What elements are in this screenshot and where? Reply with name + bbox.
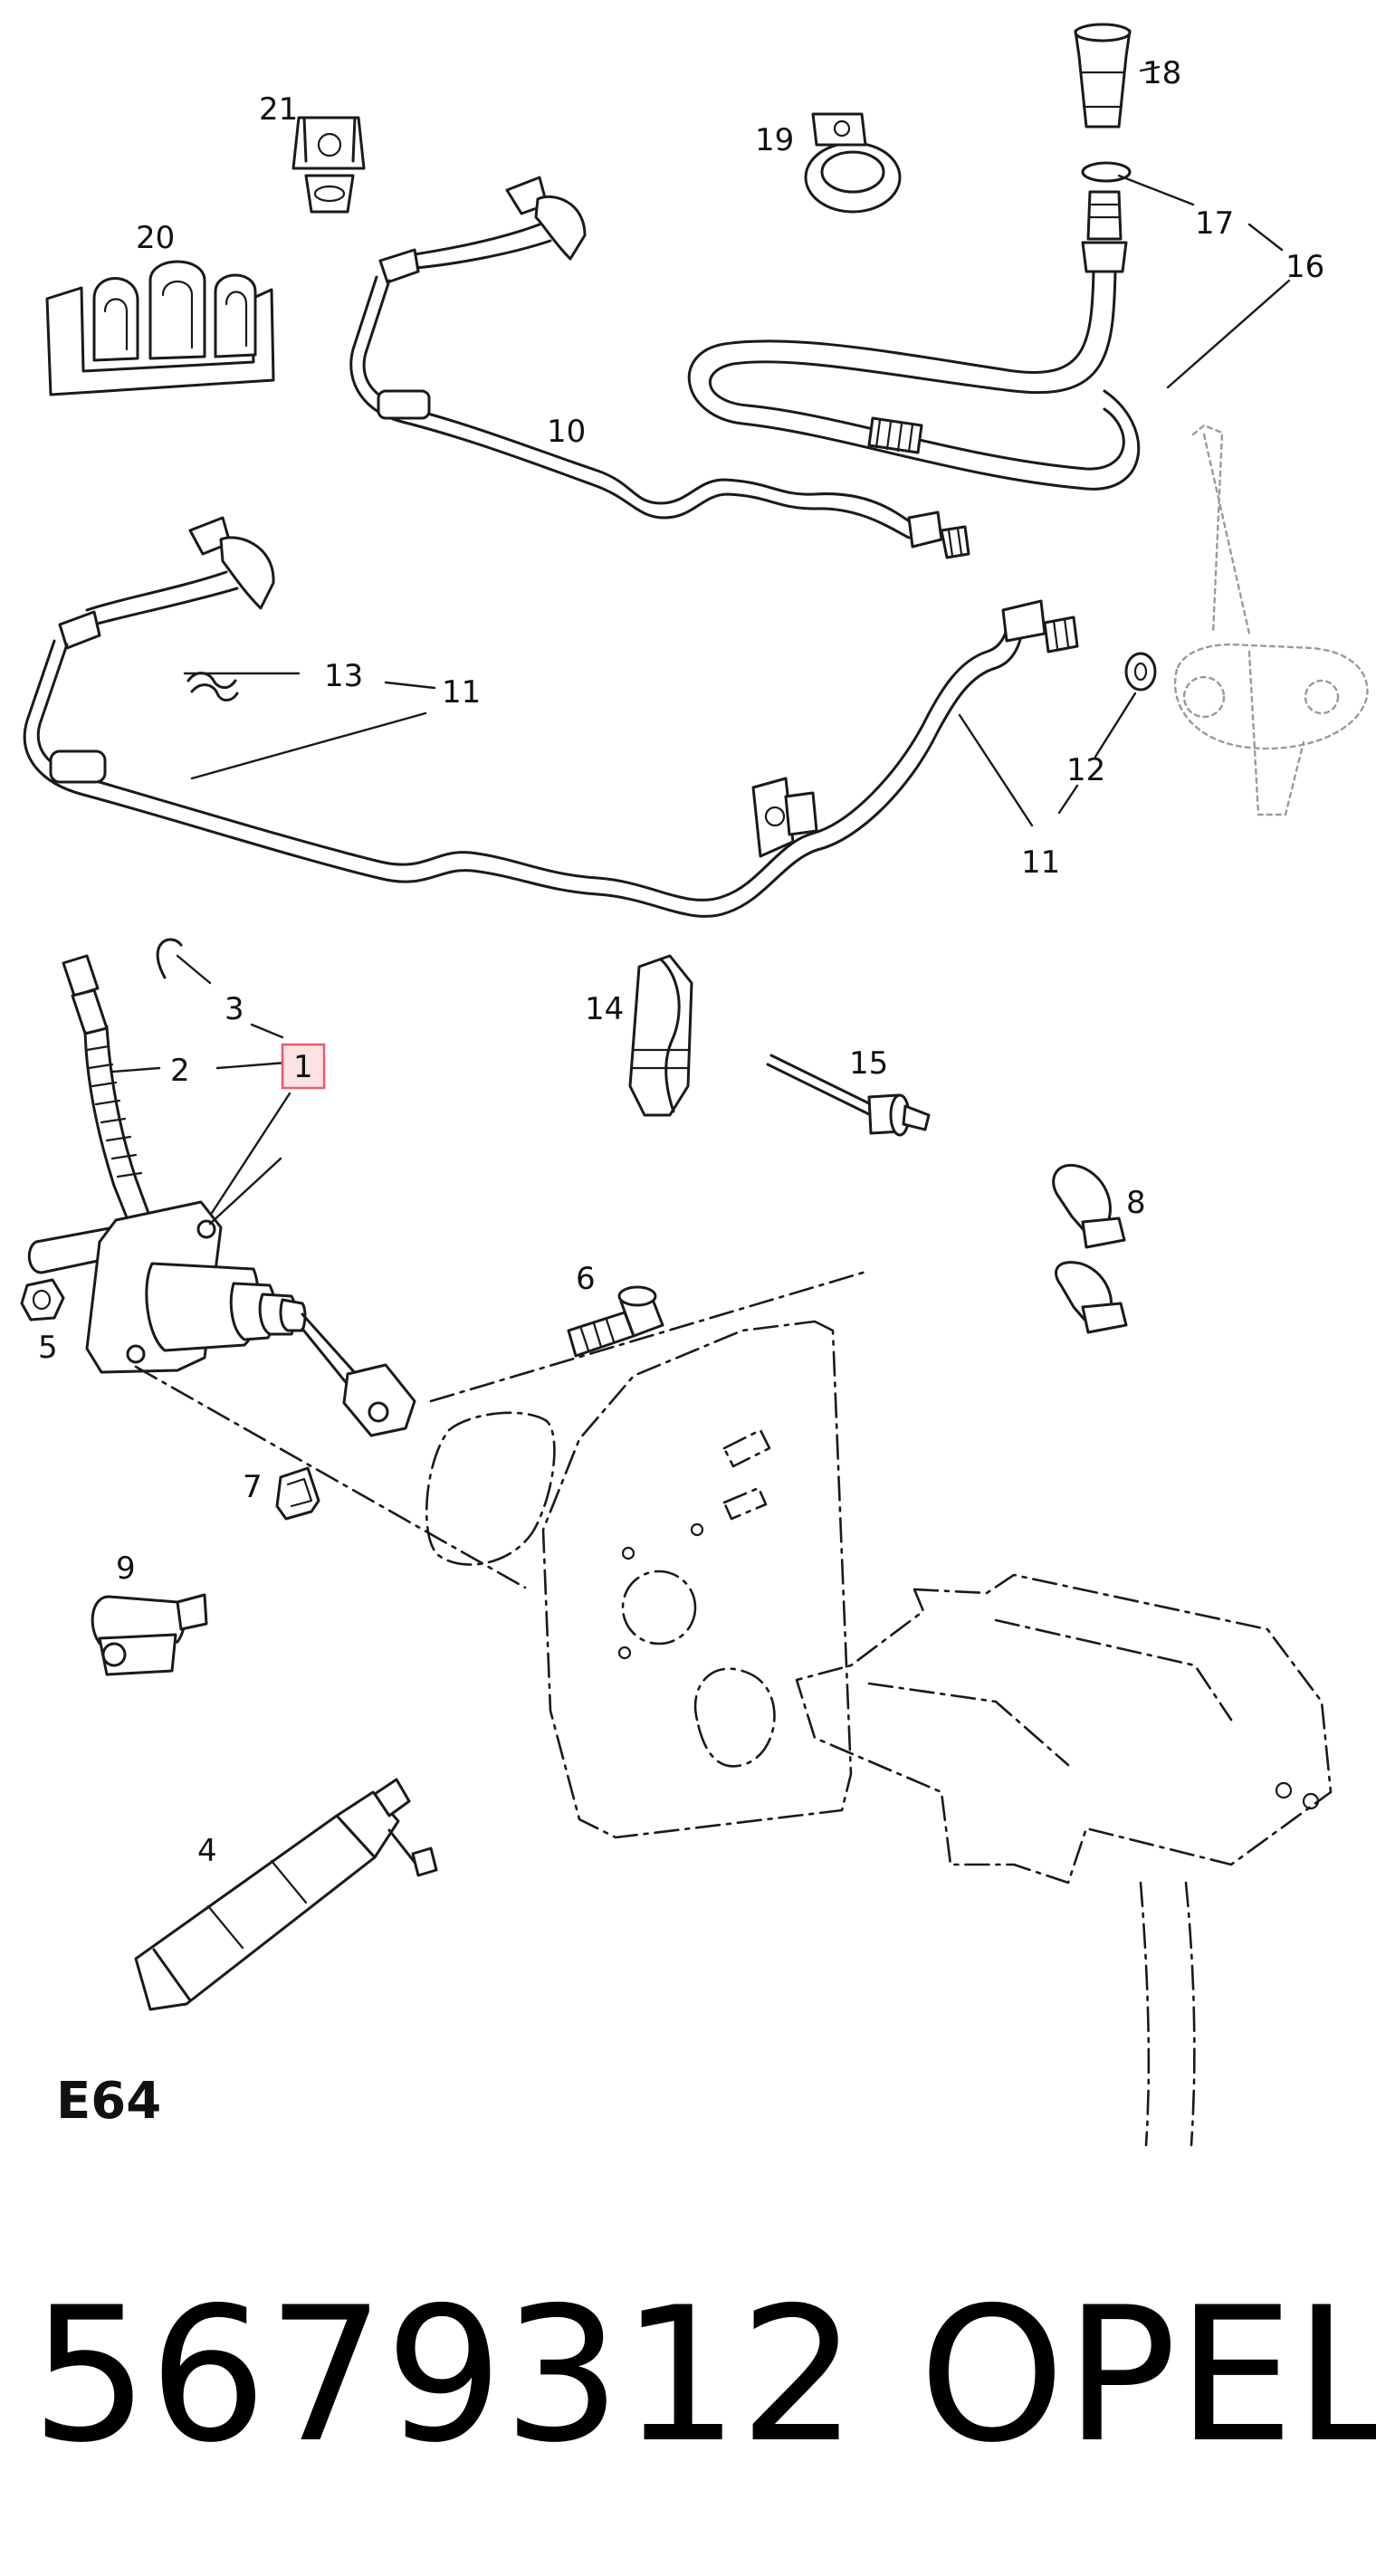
part-10-hydraulic-pipe [349, 176, 970, 559]
callout-21[interactable]: 21 [259, 91, 298, 128]
part-5-nut [20, 1278, 65, 1321]
part-11-lower-pipe [23, 516, 1079, 918]
part-number: 5679312 [31, 2268, 857, 2484]
callout-12[interactable]: 12 [1066, 752, 1105, 788]
part-21-clip [291, 116, 366, 214]
callout-1-highlight[interactable] [281, 1043, 326, 1090]
leader-lines [110, 65, 1291, 1226]
callout-11-lower[interactable]: 11 [1021, 844, 1060, 881]
part-13-spring-clip [186, 672, 239, 701]
callout-labels: 1 2 3 4 5 6 7 8 9 10 11 11 12 13 14 15 1… [38, 55, 1324, 1869]
diagram-code: E64 [56, 2072, 161, 2131]
callout-1[interactable]: 1 [293, 1049, 313, 1085]
callout-2[interactable]: 2 [170, 1053, 190, 1089]
part-18-reservoir-nozzle [1074, 23, 1132, 129]
axis-line-lower [134, 1365, 527, 1589]
pedal-box-outline [795, 1573, 1333, 2147]
callout-8[interactable]: 8 [1126, 1185, 1146, 1221]
callout-6[interactable]: 6 [576, 1261, 596, 1297]
callout-5[interactable]: 5 [38, 1330, 58, 1366]
axis-line-upper [429, 1269, 871, 1403]
part-7-spring-clip [275, 1466, 320, 1521]
gasket-outline [425, 1411, 556, 1566]
ghost-slave-cylinder [1173, 424, 1369, 816]
bulkhead-outline [541, 1320, 853, 1839]
part-17-o-ring [1081, 161, 1132, 183]
part-11-pipe-clip [751, 777, 818, 858]
part-4-grease-tube [134, 1778, 438, 2011]
part-9-clip [91, 1593, 208, 1676]
part-12-washer [1124, 652, 1157, 692]
callout-13[interactable]: 13 [324, 658, 363, 694]
callout-14[interactable]: 14 [585, 991, 624, 1027]
callout-4[interactable]: 4 [197, 1833, 217, 1869]
callout-18[interactable]: 18 [1142, 55, 1181, 91]
callout-15[interactable]: 15 [849, 1045, 888, 1082]
callout-10[interactable]: 10 [547, 414, 586, 450]
part-14-clip-bracket [628, 954, 693, 1117]
callout-19[interactable]: 19 [755, 122, 794, 158]
callout-17[interactable]: 17 [1195, 205, 1234, 242]
brand-name: OPEL [919, 2268, 1376, 2484]
part-16-feed-hose [687, 190, 1141, 491]
part-6-bolt [567, 1285, 664, 1358]
callout-20[interactable]: 20 [136, 220, 175, 256]
part-8-clamp [1052, 1163, 1128, 1334]
part-1-master-cylinder [27, 1200, 416, 1437]
callout-7[interactable]: 7 [243, 1469, 263, 1505]
part-19-hose-clamp [804, 112, 902, 214]
part-20-pipe-bracket [45, 260, 275, 396]
callout-9[interactable]: 9 [116, 1550, 136, 1587]
callout-16[interactable]: 16 [1285, 249, 1324, 285]
part-3-retaining-clip [156, 938, 183, 979]
callout-11-upper[interactable]: 11 [442, 674, 481, 711]
callout-3[interactable]: 3 [225, 991, 244, 1027]
part-15-rivet [766, 1054, 931, 1137]
